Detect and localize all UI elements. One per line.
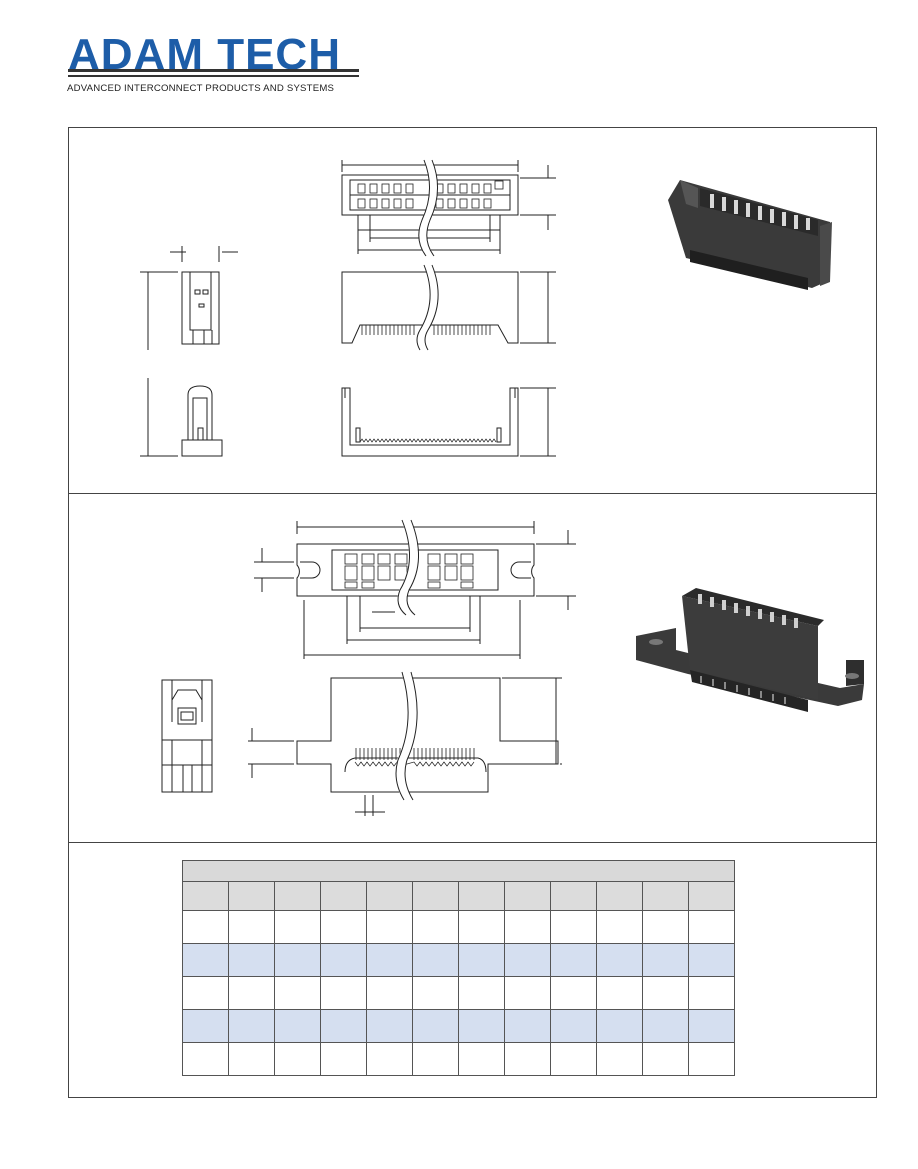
spec-table-cell — [412, 976, 459, 1010]
spec-table-cell — [412, 1042, 459, 1076]
spec-table-cell — [366, 910, 413, 944]
spec-table-header-cell — [458, 881, 505, 911]
spec-table-cell — [228, 976, 275, 1010]
company-logo: ADAM TECH ADVANCED INTERCONNECT PRODUCTS… — [66, 30, 366, 100]
spec-table-cell — [596, 943, 643, 977]
spec-table-cell — [366, 1009, 413, 1043]
spec-table-cell — [458, 1009, 505, 1043]
spec-table-cell — [504, 1009, 551, 1043]
spec-table-cell — [550, 1009, 597, 1043]
upper-side-view-drawing — [140, 246, 238, 457]
spec-table-cell — [642, 910, 689, 944]
spec-table-cell — [182, 976, 229, 1010]
section-divider-2 — [68, 842, 877, 843]
spec-table-cell — [688, 1042, 735, 1076]
spec-table-cell — [688, 1009, 735, 1043]
spec-table-cell — [642, 1042, 689, 1076]
spec-table-header-cell — [182, 881, 229, 911]
spec-table-row — [182, 1009, 735, 1043]
spec-table-cell — [228, 943, 275, 977]
spec-table-cell — [688, 910, 735, 944]
spec-table-cell — [412, 943, 459, 977]
spec-table-header-cell — [504, 881, 551, 911]
spec-table-cell — [320, 1009, 367, 1043]
spec-table-header-cell — [642, 881, 689, 911]
spec-table-cell — [182, 1009, 229, 1043]
spec-table-cell — [366, 943, 413, 977]
spec-table-title — [182, 860, 735, 882]
upper-front-view-drawing — [341, 263, 556, 353]
spec-table-body — [182, 881, 735, 1076]
spec-table-cell — [320, 976, 367, 1010]
spec-table-header-cell — [274, 881, 321, 911]
spec-table-cell — [550, 943, 597, 977]
spec-table-cell — [550, 1042, 597, 1076]
lower-side-view-drawing — [161, 679, 213, 793]
spec-table-cell — [274, 1009, 321, 1043]
spec-table-cell — [274, 1042, 321, 1076]
spec-table-cell — [320, 910, 367, 944]
connector-photo-icon — [668, 180, 832, 290]
spec-table-header-cell — [366, 881, 413, 911]
spec-table-cell — [320, 943, 367, 977]
spec-table-cell — [182, 1042, 229, 1076]
spec-table-cell — [228, 1009, 275, 1043]
spec-table-cell — [504, 943, 551, 977]
spec-table-cell — [642, 943, 689, 977]
spec-table-cell — [458, 1042, 505, 1076]
spec-table-header-cell — [596, 881, 643, 911]
spec-table-cell — [642, 976, 689, 1010]
upper-section-view-drawing — [341, 387, 556, 457]
spec-table-cell — [504, 910, 551, 944]
spec-table-header-cell — [550, 881, 597, 911]
logo-rule-thick — [68, 69, 359, 72]
spec-table-row — [182, 910, 735, 944]
spec-table-cell — [458, 943, 505, 977]
spec-table-cell — [550, 910, 597, 944]
spec-table-header-cell — [320, 881, 367, 911]
spec-table-cell — [228, 1042, 275, 1076]
spec-table-cell — [228, 910, 275, 944]
spec-table-header-cell — [412, 881, 459, 911]
spec-table-row — [182, 976, 735, 1010]
spec-table-cell — [412, 1009, 459, 1043]
spec-table-header-cell — [688, 881, 735, 911]
spec-table-cell — [550, 976, 597, 1010]
spec-table-cell — [458, 910, 505, 944]
spec-table-cell — [596, 976, 643, 1010]
spec-table-cell — [596, 910, 643, 944]
spec-table-cell — [274, 943, 321, 977]
datasheet-frame — [68, 127, 877, 1098]
section-divider-1 — [68, 493, 877, 494]
spec-table-cell — [366, 1042, 413, 1076]
spec-table-header-cell — [228, 881, 275, 911]
lower-top-view-drawing — [254, 518, 576, 659]
spec-table-cell — [274, 910, 321, 944]
spec-table-cell — [596, 1009, 643, 1043]
spec-table-cell — [182, 910, 229, 944]
logo-tagline: ADVANCED INTERCONNECT PRODUCTS AND SYSTE… — [67, 83, 335, 94]
spec-table-cell — [504, 1042, 551, 1076]
spec-table-cell — [642, 1009, 689, 1043]
spec-table-cell — [458, 976, 505, 1010]
lower-front-view-drawing — [248, 670, 562, 816]
spec-table-cell — [320, 1042, 367, 1076]
spec-table-cell — [366, 976, 413, 1010]
spec-table-cell — [688, 943, 735, 977]
spec-table-cell — [274, 976, 321, 1010]
spec-table-cell — [596, 1042, 643, 1076]
spec-table — [182, 860, 735, 1076]
spec-table-cell — [182, 943, 229, 977]
flanged-connector-photo-icon — [636, 588, 864, 712]
spec-table-row — [182, 943, 735, 977]
spec-table-container — [182, 860, 735, 1076]
spec-table-row — [182, 1042, 735, 1076]
spec-table-cell — [688, 976, 735, 1010]
spec-table-cell — [504, 976, 551, 1010]
spec-table-header-row — [182, 881, 735, 911]
upper-top-view-drawing — [341, 158, 556, 259]
logo-rule-thin — [68, 75, 359, 77]
spec-table-cell — [412, 910, 459, 944]
